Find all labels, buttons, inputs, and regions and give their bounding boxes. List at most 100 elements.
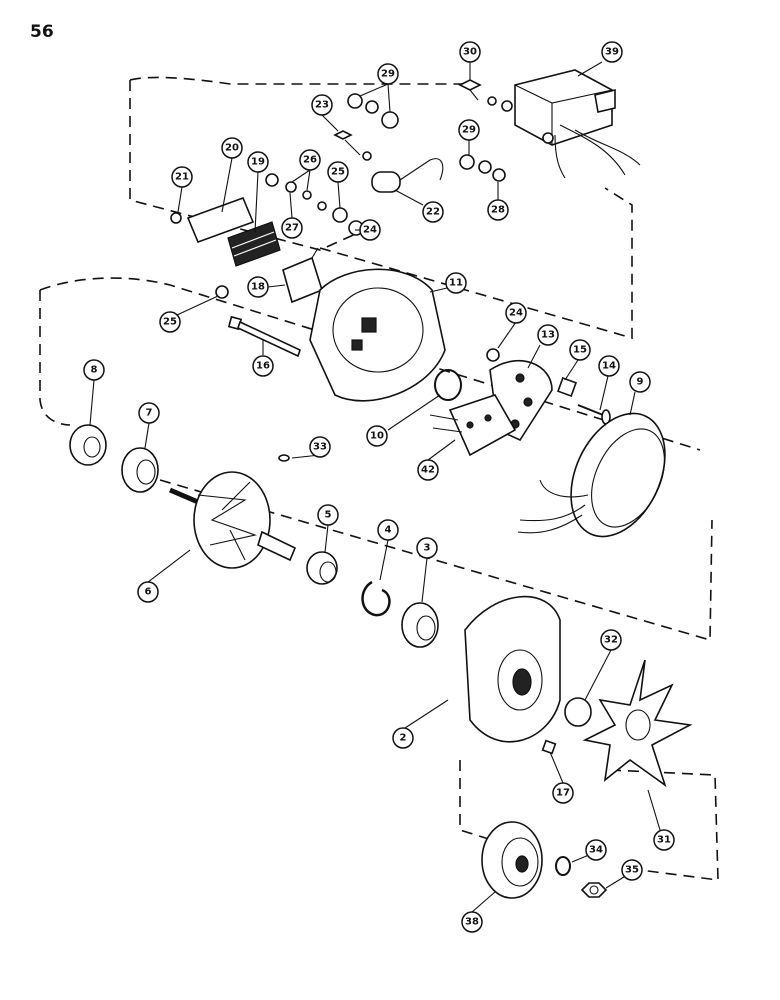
callout-39: 39 xyxy=(601,41,623,63)
regulator-screw xyxy=(458,79,513,112)
callout-15: 15 xyxy=(569,339,591,361)
rectifier-screw xyxy=(577,404,611,425)
small-nuts-washers xyxy=(265,173,364,236)
svg-text:20: 20 xyxy=(225,143,239,154)
svg-text:29: 29 xyxy=(381,69,395,80)
pulley-nut xyxy=(580,882,608,898)
stator xyxy=(517,412,666,538)
callout-7: 7 xyxy=(138,402,160,424)
callout-30: 30 xyxy=(459,41,481,63)
svg-text:18: 18 xyxy=(251,282,265,293)
terminal-assembly xyxy=(282,247,323,304)
callout-28: 28 xyxy=(487,199,509,221)
svg-text:27: 27 xyxy=(285,223,299,234)
svg-text:3: 3 xyxy=(424,543,431,554)
svg-text:39: 39 xyxy=(605,47,619,58)
svg-text:24: 24 xyxy=(363,225,377,236)
svg-text:28: 28 xyxy=(491,205,505,216)
voltage-regulator xyxy=(514,69,641,179)
callout-34: 34 xyxy=(585,839,607,861)
svg-text:25: 25 xyxy=(331,167,345,178)
callout-35: 35 xyxy=(621,859,643,881)
callout-21: 21 xyxy=(171,166,193,188)
bearing-inner xyxy=(121,447,159,493)
svg-text:25: 25 xyxy=(163,317,177,328)
callout-11: 11 xyxy=(445,272,467,294)
bridge-nut xyxy=(486,348,500,362)
capacitor xyxy=(371,158,444,193)
callout-17: 17 xyxy=(552,782,574,804)
callout-25: 25 xyxy=(327,161,349,183)
svg-text:15: 15 xyxy=(573,345,587,356)
insulator xyxy=(557,377,577,397)
diode-trio xyxy=(429,394,517,457)
pulley xyxy=(481,821,543,899)
callout-20: 20 xyxy=(221,137,243,159)
callout-24: 24 xyxy=(359,219,381,241)
page-number: 56 xyxy=(30,22,54,42)
callout-13: 13 xyxy=(537,324,559,346)
svg-text:21: 21 xyxy=(175,172,189,183)
callout-22: 22 xyxy=(422,201,444,223)
fan xyxy=(582,659,693,788)
frame-nut xyxy=(541,739,557,755)
nuts-upper xyxy=(347,93,399,129)
bearing-slip-ring-end xyxy=(69,424,107,466)
svg-text:35: 35 xyxy=(625,865,639,876)
callout-42: 42 xyxy=(417,459,439,481)
retaining-clip xyxy=(361,580,391,617)
lock-washer xyxy=(555,856,571,876)
svg-text:34: 34 xyxy=(589,845,603,856)
brush-holder xyxy=(227,221,281,267)
callout-31: 31 xyxy=(653,829,675,851)
terminal-screw xyxy=(333,130,372,161)
svg-text:11: 11 xyxy=(449,278,463,289)
nut-left xyxy=(215,285,229,299)
callout-16: 16 xyxy=(252,355,274,377)
svg-text:24: 24 xyxy=(509,308,523,319)
callout-2: 2 xyxy=(392,727,414,749)
callout-25: 25 xyxy=(159,311,181,333)
insulating-plate xyxy=(186,196,255,244)
callout-23: 23 xyxy=(311,94,333,116)
svg-text:7: 7 xyxy=(146,408,153,419)
callout-27: 27 xyxy=(281,217,303,239)
callout-9: 9 xyxy=(629,371,651,393)
callout-18: 18 xyxy=(247,276,269,298)
svg-text:32: 32 xyxy=(604,635,618,646)
svg-text:31: 31 xyxy=(657,835,671,846)
svg-text:8: 8 xyxy=(91,365,98,376)
callout-33: 33 xyxy=(309,436,331,458)
spacer xyxy=(564,697,592,727)
callout-29: 29 xyxy=(458,119,480,141)
svg-text:23: 23 xyxy=(315,100,329,111)
callout-10: 10 xyxy=(366,425,388,447)
callout-8: 8 xyxy=(83,359,105,381)
callout-19: 19 xyxy=(247,151,269,173)
svg-text:10: 10 xyxy=(370,431,384,442)
svg-text:13: 13 xyxy=(541,330,555,341)
rotor xyxy=(169,471,297,569)
drive-end-frame xyxy=(464,595,561,743)
through-bolt xyxy=(227,315,301,358)
svg-text:14: 14 xyxy=(602,361,616,372)
svg-text:42: 42 xyxy=(421,465,435,476)
callout-26: 26 xyxy=(299,149,321,171)
callout-32: 32 xyxy=(600,629,622,651)
svg-text:9: 9 xyxy=(637,377,644,388)
svg-text:29: 29 xyxy=(462,125,476,136)
svg-text:26: 26 xyxy=(303,155,317,166)
callout-14: 14 xyxy=(598,355,620,377)
slip-ring-end-frame xyxy=(309,268,446,402)
svg-text:19: 19 xyxy=(251,157,265,168)
nuts-right xyxy=(459,154,506,182)
svg-text:33: 33 xyxy=(313,442,327,453)
callout-29: 29 xyxy=(377,63,399,85)
pin xyxy=(278,454,290,462)
callout-5: 5 xyxy=(317,504,339,526)
svg-text:16: 16 xyxy=(256,361,270,372)
bearing-drive-end xyxy=(401,602,439,648)
callout-38: 38 xyxy=(461,911,483,933)
svg-text:38: 38 xyxy=(465,917,479,928)
